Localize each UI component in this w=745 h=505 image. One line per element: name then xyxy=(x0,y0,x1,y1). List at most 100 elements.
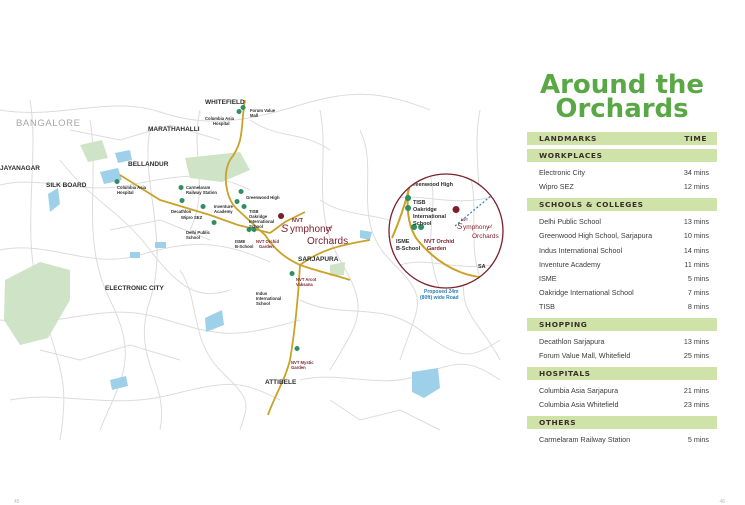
map-pin-icon xyxy=(294,346,300,356)
area-whitefield: WHITEFIELD xyxy=(205,99,245,106)
main-roads xyxy=(119,99,371,416)
map-pin-icon xyxy=(234,199,240,209)
svg-text:Orchards: Orchards xyxy=(307,236,348,247)
inset-tisb: TISB xyxy=(413,200,426,206)
area-marathahalli: MARATHAHALLI xyxy=(148,126,200,133)
proposed-road-line xyxy=(454,194,493,227)
minor-roads xyxy=(0,93,501,441)
map-pin-icon xyxy=(240,105,246,115)
map-pin-icon xyxy=(251,227,257,237)
map-pin-icon xyxy=(289,271,295,281)
map-pin-icon xyxy=(405,205,412,217)
svg-text:ymphony: ymphony xyxy=(463,224,490,231)
area-jayanagar: JAYANAGAR xyxy=(0,165,40,172)
area-bangalore: BANGALORE xyxy=(16,118,81,129)
svg-text:ymphony: ymphony xyxy=(290,224,331,235)
svg-text:NVT: NVT xyxy=(461,218,469,222)
svg-text:S: S xyxy=(457,222,463,231)
map-pin-icon xyxy=(200,204,206,214)
page-number-left: 45 xyxy=(14,499,20,505)
area-attibele: ATTIBELE xyxy=(265,379,297,386)
map-pin-icon xyxy=(114,179,120,189)
map-pin-icon xyxy=(178,185,184,195)
area-sarjapura: SARJAPURA xyxy=(298,256,339,263)
area-electronic-city: ELECTRONIC CITY xyxy=(105,285,165,292)
map-pin-icon xyxy=(238,189,244,199)
map-pin-icon xyxy=(418,224,425,236)
project-logo: NVT S ymphony of Orchards xyxy=(281,218,348,247)
map-pin-icon xyxy=(246,227,252,237)
header-landmarks: LANDMARKS xyxy=(539,134,597,143)
inset-greenwood: Greenwood High xyxy=(409,182,454,188)
poi-tisb: TISB xyxy=(249,209,259,214)
svg-text:NVT: NVT xyxy=(292,218,304,224)
map-pin-icon xyxy=(405,195,412,207)
inset-project-logo: NVT S ymphony of Orchards xyxy=(457,218,499,240)
page-title-line1: Around the xyxy=(539,70,705,100)
map-pin-icon xyxy=(211,220,217,230)
area-bellandur: BELLANDUR xyxy=(128,161,169,168)
proposed-road-label: Proposed 24m(80ft) wide Road xyxy=(420,289,459,301)
map-pin-icon xyxy=(241,204,247,214)
area-silk-board: SILK BOARD xyxy=(46,182,87,189)
svg-text:of: of xyxy=(326,226,333,233)
poi-wipro: Wipro SEZ xyxy=(181,215,203,220)
poi-decathlon: Decathlon xyxy=(171,209,192,214)
landmarks-panel: Around the Orchards LANDMARKS TIME WORKP… xyxy=(527,0,717,505)
map-pin-icon xyxy=(411,224,418,236)
header-time: TIME xyxy=(684,134,707,143)
project-pin-icon xyxy=(278,213,285,225)
map-pin-icon xyxy=(236,109,242,119)
poi-markers xyxy=(114,105,300,356)
green-areas xyxy=(4,140,345,345)
location-map: WHITEFIELD MARATHAHALLI JAYANAGAR BELLAN… xyxy=(0,93,504,441)
map-pin-icon xyxy=(179,198,185,208)
section-workplaces: WORKPLACES xyxy=(527,149,717,162)
page-title-line2: Orchards xyxy=(555,94,689,124)
svg-text:of: of xyxy=(488,224,493,229)
inset-sarjapura: SA xyxy=(478,264,486,270)
section-hospitals: HOSPITALS xyxy=(527,367,717,380)
section-others: OTHERS xyxy=(527,416,717,429)
inset-border xyxy=(388,173,504,289)
page-number-right: 46 xyxy=(719,499,725,505)
section-schools: SCHOOLS & COLLEGES xyxy=(527,198,717,211)
svg-text:S: S xyxy=(281,223,289,235)
project-pin-icon xyxy=(452,206,460,220)
water-bodies xyxy=(48,150,440,398)
section-shopping: SHOPPING xyxy=(527,318,717,331)
table-header: LANDMARKS TIME xyxy=(527,132,717,145)
svg-text:Orchards: Orchards xyxy=(472,233,499,240)
poi-greenwood: Greenwood High xyxy=(246,195,280,200)
